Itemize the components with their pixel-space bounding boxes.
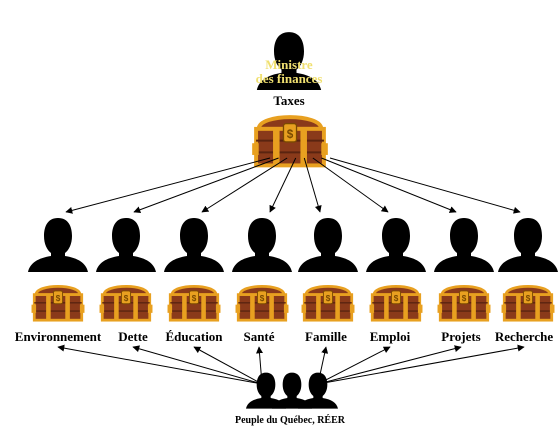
label-recherche: Recherche	[494, 329, 554, 344]
silhouette-environnement	[28, 218, 88, 272]
arrow-to-environnement	[65, 157, 271, 214]
chest-icon-emploi	[368, 284, 424, 322]
minister-label-line1: Ministre	[265, 57, 313, 72]
chest-icon-environnement	[30, 284, 86, 322]
arrow-to-famille	[303, 157, 322, 213]
chest-icon-recherche	[500, 284, 556, 322]
chest-icon-projets	[436, 284, 492, 322]
chest-icon-famille	[300, 284, 356, 322]
arrow-from-people-to-environnement	[57, 344, 263, 385]
silhouette-projets	[434, 218, 494, 272]
chest-icon-sante	[234, 284, 290, 322]
label-environnement: Environnement	[14, 329, 102, 344]
silhouette-emploi	[366, 218, 426, 272]
arrow-from-people-to-recherche	[317, 344, 525, 385]
distribution-arrows	[65, 157, 521, 214]
arrow-from-people-to-emploi	[317, 346, 391, 385]
arrow-to-recherche	[329, 157, 521, 214]
category-silhouettes	[28, 218, 558, 272]
people-label: Peuple du Québec, RÉER	[234, 415, 345, 426]
silhouette-recherche	[498, 218, 558, 272]
category-chests	[30, 284, 556, 322]
arrow-from-people-to-projets	[317, 345, 462, 385]
label-famille: Famille	[305, 329, 347, 344]
label-dette: Dette	[118, 329, 148, 344]
label-education: Éducation	[165, 329, 223, 344]
label-projets: Projets	[441, 329, 481, 344]
arrow-to-sante	[269, 157, 297, 213]
chest-icon-education	[166, 284, 222, 322]
arrow-to-emploi	[312, 157, 389, 213]
minister-label-line2: des finances	[255, 71, 323, 86]
taxes-chest-icon	[250, 115, 330, 168]
label-emploi: Emploi	[369, 329, 411, 344]
arrow-to-dette	[133, 157, 279, 214]
arrow-from-people-to-dette	[132, 345, 263, 385]
silhouette-sante	[232, 218, 292, 272]
arrow-from-people-to-education	[193, 346, 263, 385]
label-sante: Santé	[243, 329, 275, 344]
taxes-label: Taxes	[273, 93, 305, 108]
silhouette-famille	[298, 218, 358, 272]
minister-label: Ministre des finances	[244, 58, 334, 86]
silhouette-education	[164, 218, 224, 272]
silhouette-dette	[96, 218, 156, 272]
arrow-to-projets	[321, 157, 457, 213]
arrow-to-education	[201, 157, 288, 213]
people-silhouettes	[246, 372, 338, 409]
chest-icon-dette	[98, 284, 154, 322]
